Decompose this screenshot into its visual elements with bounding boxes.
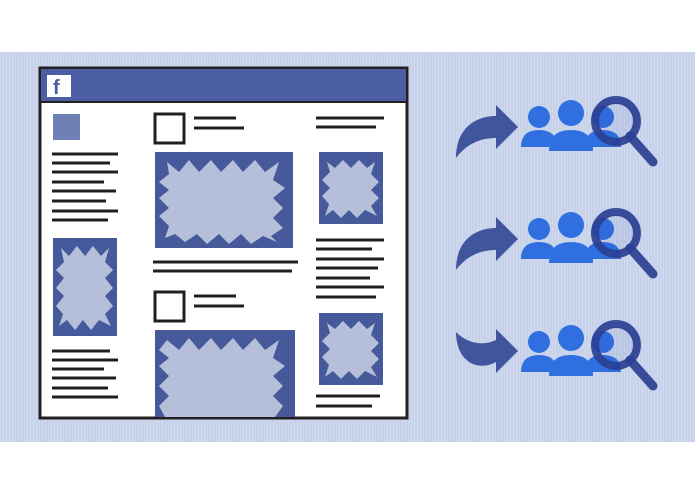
profile-picture-thumbnail bbox=[53, 114, 80, 140]
audience-row-2 bbox=[456, 212, 653, 274]
center-feed bbox=[153, 112, 298, 417]
post-image-placeholder-2 bbox=[155, 330, 295, 417]
facebook-page-mockup: f bbox=[38, 66, 409, 420]
curved-arrow-icon bbox=[456, 105, 518, 158]
audience-row-1 bbox=[456, 100, 653, 162]
post-avatar-box-2 bbox=[153, 290, 186, 323]
right-ad-image-2 bbox=[319, 313, 383, 385]
post-avatar-box bbox=[153, 112, 186, 145]
page-header-bar bbox=[41, 69, 406, 102]
right-column bbox=[316, 116, 384, 408]
magnifier-icon bbox=[595, 212, 653, 274]
left-photo-placeholder bbox=[53, 238, 117, 336]
facebook-logo-icon: f bbox=[47, 75, 71, 99]
left-column bbox=[52, 114, 118, 399]
right-ad-image-1 bbox=[319, 152, 383, 224]
post-image-placeholder bbox=[155, 152, 293, 248]
audience-row-3 bbox=[456, 324, 653, 386]
svg-text:f: f bbox=[53, 77, 60, 99]
curved-arrow-icon bbox=[456, 329, 518, 373]
left-text-lines-lower bbox=[52, 349, 118, 399]
left-text-lines bbox=[52, 152, 118, 222]
magnifier-icon bbox=[595, 100, 653, 162]
magnifier-icon bbox=[595, 324, 653, 386]
curved-arrow-icon bbox=[456, 217, 518, 270]
